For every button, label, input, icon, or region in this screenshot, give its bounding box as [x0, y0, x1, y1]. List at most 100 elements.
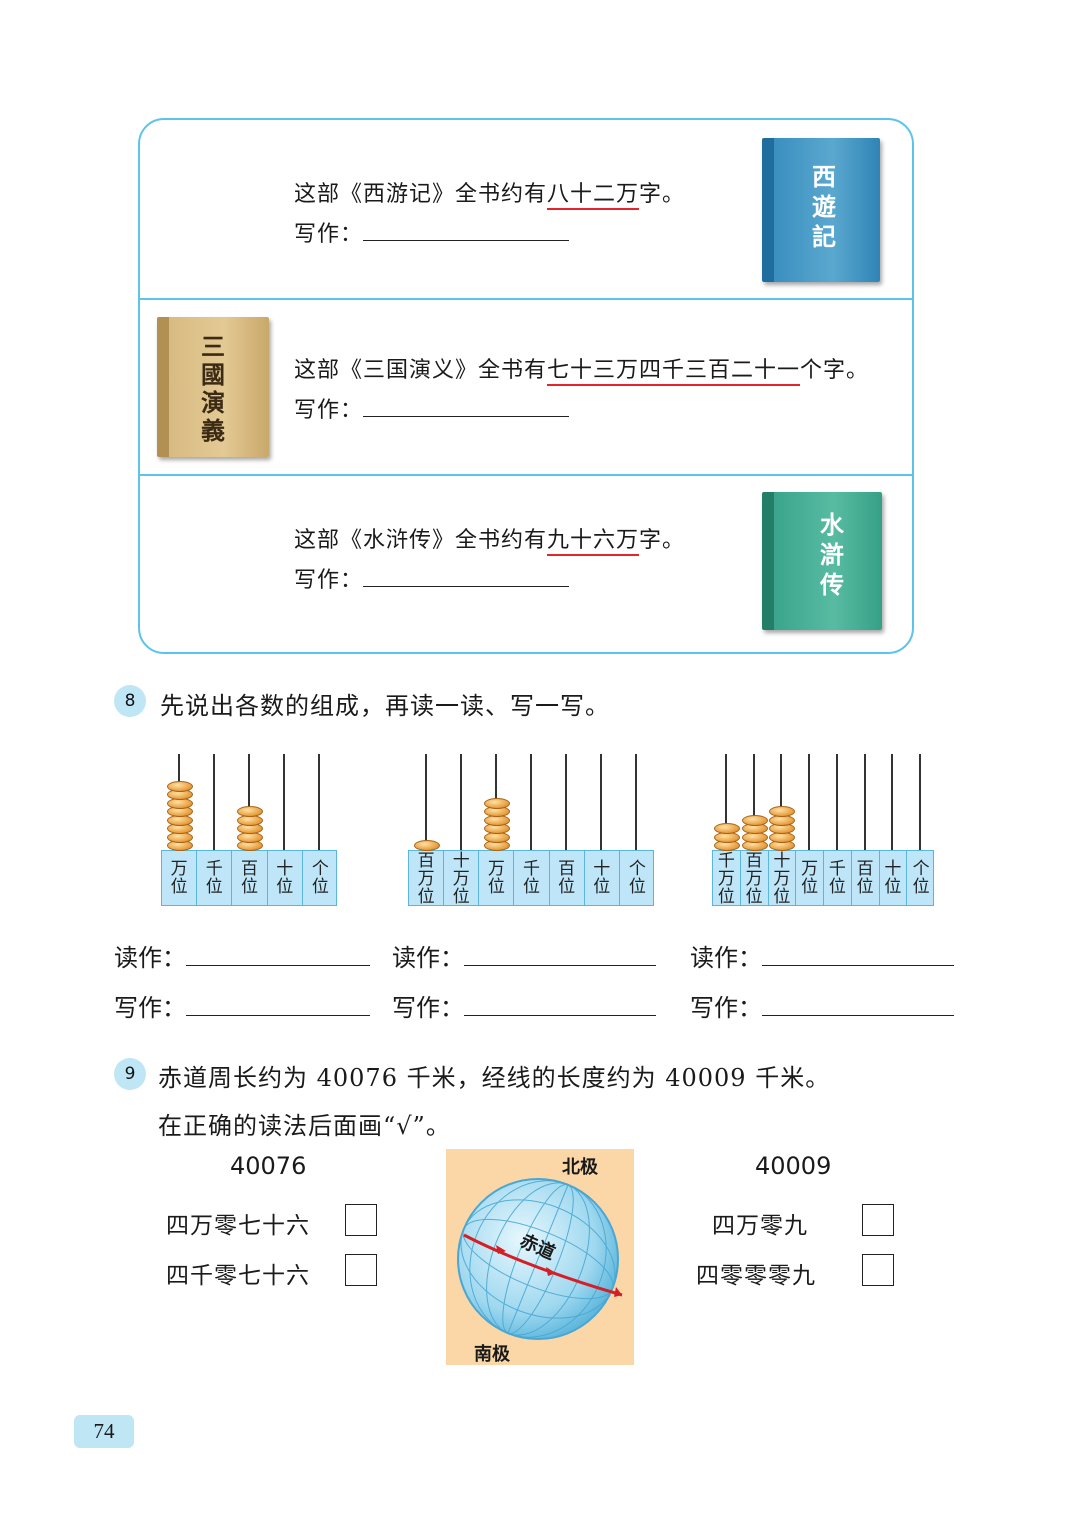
place-value-label: 十位 — [880, 851, 908, 905]
answer-blank[interactable] — [464, 1015, 656, 1016]
abacus-rod — [891, 754, 894, 850]
question-number: 8 — [114, 685, 146, 717]
write-line-shuihu: 写作： — [294, 562, 570, 594]
write-label: 写作： — [690, 994, 762, 1022]
place-value-label: 十位 — [268, 851, 303, 905]
abacus-rod — [424, 754, 427, 850]
abacus-bead — [741, 814, 768, 826]
answer-blank[interactable] — [186, 965, 370, 966]
read-line: 读作： — [114, 938, 370, 973]
write-label: 写作： — [392, 994, 464, 1022]
underlined-number: 九十六万 — [547, 528, 640, 556]
abacus-rod — [530, 754, 532, 850]
place-value-label: 十位 — [585, 851, 620, 905]
abacus-rod — [248, 754, 250, 850]
sentence-text: 字。 — [639, 528, 686, 553]
answer-blank[interactable] — [363, 586, 570, 587]
place-value-label: 千位 — [197, 851, 233, 905]
south-pole-label: 南极 — [474, 1344, 510, 1365]
abacus: 千万位百万位十万位万位千位百位十位个位 — [712, 754, 934, 910]
place-value-label: 十万位 — [769, 851, 797, 906]
book-title: 西遊記 — [812, 162, 836, 251]
abacus-bead — [413, 840, 440, 851]
checkbox[interactable] — [345, 1204, 377, 1236]
option-text: 四零零零九 — [696, 1263, 816, 1289]
answer-blank[interactable] — [363, 240, 570, 241]
abacus-rod — [635, 754, 638, 850]
abacus-rod — [318, 754, 321, 850]
abacus-rod — [212, 754, 215, 850]
place-value-label: 十万位 — [444, 851, 480, 906]
place-value-label: 个位 — [311, 859, 329, 897]
answer-blank[interactable] — [762, 1015, 954, 1016]
sentence-sanguo: 这部《三国演义》全书有七十三万四千三百二十一个字。 — [294, 352, 870, 386]
sentence-text: 这部《水浒传》全书约有 — [294, 528, 548, 553]
question-instruction: 在正确的读法后面画“√”。 — [158, 1112, 451, 1140]
abacus-bead — [769, 806, 796, 817]
book-title: 三國演義 — [201, 332, 225, 445]
book-title: 水滸传 — [820, 510, 844, 599]
read-label: 读作： — [690, 944, 762, 972]
page-number: 74 — [74, 1415, 134, 1448]
write-label: 写作： — [114, 994, 186, 1022]
abacus-rod — [600, 754, 603, 850]
option-text: 四万零七十六 — [166, 1213, 310, 1239]
read-line: 读作： — [690, 938, 954, 973]
read-label: 读作： — [114, 944, 186, 972]
book-cover-xiyouji: 西遊記 — [762, 138, 880, 282]
underlined-number: 七十三万四千三百二十一 — [547, 358, 801, 386]
abacus-rod — [835, 754, 838, 850]
write-label: 写作： — [294, 398, 364, 423]
sentence-text: 字。 — [639, 182, 686, 207]
abacus-base: 千万位百万位十万位万位千位百位十位个位 — [712, 850, 934, 906]
abacus-rod — [863, 754, 866, 850]
abacus-rod — [565, 754, 568, 850]
answer-blank[interactable] — [186, 1015, 370, 1016]
write-line-sanguo: 写作： — [294, 392, 570, 424]
question-number: 9 — [114, 1058, 146, 1090]
place-value-label: 个位 — [628, 859, 646, 897]
underlined-number: 八十二万 — [547, 182, 640, 210]
abacus-base: 百万位十万位万位千位百位十位个位 — [408, 850, 654, 906]
abacus-base: 万位千位百位十位个位 — [161, 850, 337, 906]
abacus-rod — [919, 754, 922, 850]
place-value-label: 百位 — [232, 851, 268, 905]
answer-blank[interactable] — [363, 416, 570, 417]
write-label: 写作： — [294, 568, 364, 593]
answer-blank[interactable] — [762, 965, 954, 966]
abacus-rod — [780, 754, 783, 850]
abacus-rod — [283, 754, 286, 850]
option-text: 四千零七十六 — [166, 1263, 310, 1289]
write-label: 写作： — [294, 222, 364, 247]
abacus: 万位千位百位十位个位 — [161, 754, 337, 910]
write-line: 写作： — [114, 988, 370, 1023]
book-cover-shuihu: 水滸传 — [762, 492, 882, 630]
abacus-rod — [752, 754, 755, 850]
checkbox[interactable] — [345, 1254, 377, 1286]
place-value-label: 百万位 — [741, 851, 769, 906]
write-line-xiyouji: 写作： — [294, 216, 570, 248]
sentence-text: 个字。 — [800, 358, 870, 383]
sentence-text: 这部《三国演义》全书有 — [294, 358, 548, 383]
answer-blank[interactable] — [464, 965, 656, 966]
option-text: 四万零九 — [712, 1213, 808, 1239]
place-value-label: 千位 — [514, 851, 550, 905]
reading-card — [138, 118, 914, 654]
abacus-bead — [713, 823, 740, 834]
question-text: 先说出各数的组成，再读一读、写一写。 — [160, 692, 610, 720]
checkbox[interactable] — [862, 1204, 894, 1236]
read-label: 读作： — [392, 944, 464, 972]
place-value-label: 万位 — [162, 851, 198, 905]
place-value-label: 千位 — [824, 851, 852, 905]
abacus-rod — [808, 754, 811, 850]
abacus-rod — [724, 754, 727, 850]
number-40009: 40009 — [755, 1152, 832, 1180]
place-value-label: 万位 — [796, 851, 824, 905]
sentence-text: 这部《西游记》全书约有 — [294, 182, 548, 207]
checkbox[interactable] — [862, 1254, 894, 1286]
write-line: 写作： — [392, 988, 656, 1023]
abacus-bead — [237, 806, 263, 817]
place-value-label: 万位 — [479, 851, 515, 905]
sentence-xiyouji: 这部《西游记》全书约有八十二万字。 — [294, 176, 686, 210]
abacus: 百万位十万位万位千位百位十位个位 — [408, 754, 654, 910]
